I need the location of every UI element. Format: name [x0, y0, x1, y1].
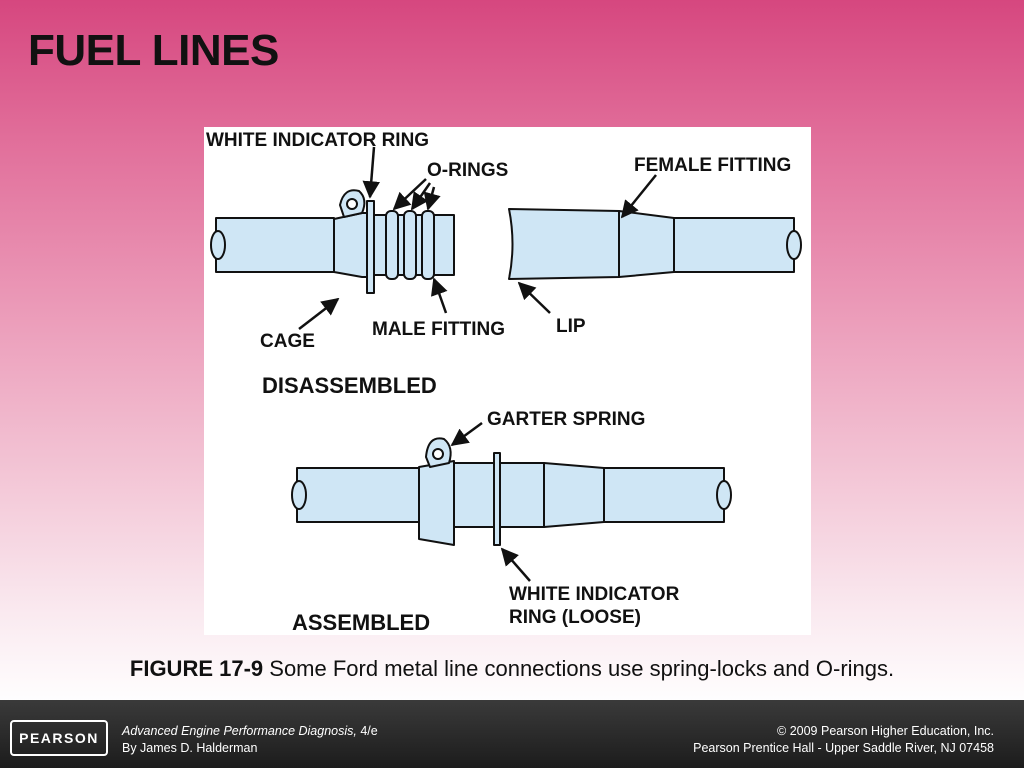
label-male-fitting: MALE FITTING	[372, 319, 505, 340]
o-rings-arrow-2	[410, 182, 432, 211]
cage-clip-eye	[346, 198, 358, 210]
fuel-line-diagram: WHITE INDICATOR RING O-RINGS FEMALE FITT…	[206, 130, 802, 635]
female-fitting-arrow	[620, 174, 657, 219]
assembled-right-taper	[543, 462, 605, 528]
garter-spring-eye	[432, 448, 444, 460]
loose-indicator-ring	[493, 452, 501, 546]
assembled-cage	[418, 460, 455, 546]
book-edition: 4/e	[356, 724, 378, 738]
label-o-rings: O-RINGS	[427, 160, 508, 181]
publisher-line: Pearson Prentice Hall - Upper Saddle Riv…	[693, 741, 994, 755]
o-rings-arrow-3	[423, 186, 441, 211]
label-white-indicator-ring: WHITE INDICATOR RING	[206, 130, 429, 151]
figure-caption: FIGURE 17-9 Some Ford metal line connect…	[0, 656, 1024, 682]
o-ring-1	[385, 210, 399, 280]
garter-spring-arrow	[450, 421, 483, 447]
label-cage: CAGE	[260, 331, 315, 352]
white-indicator-ring	[366, 200, 375, 294]
white-indicator-ring-arrow	[362, 146, 380, 199]
book-author: By James D. Halderman	[122, 741, 258, 755]
o-rings-arrow-1	[392, 178, 427, 211]
assembled-right-tube-end	[716, 480, 732, 510]
copyright-line: © 2009 Pearson Higher Education, Inc.	[777, 724, 994, 738]
slide-title: FUEL LINES	[28, 26, 279, 75]
label-white-indicator-loose-1: WHITE INDICATOR	[509, 584, 680, 605]
female-fitting-taper	[618, 210, 675, 278]
male-side-tube	[215, 217, 335, 273]
book-title: Advanced Engine Performance Diagnosis,	[122, 724, 357, 738]
o-ring-2	[403, 210, 417, 280]
cage-arrow	[298, 297, 340, 330]
figure-number: FIGURE 17-9	[129, 656, 264, 681]
label-assembled: ASSEMBLED	[292, 610, 430, 635]
caption-text: Some Ford metal line connections use spr…	[263, 656, 895, 681]
assembled-right-tube	[603, 467, 725, 523]
assembled-left-tube-end	[291, 480, 307, 510]
label-garter-spring: GARTER SPRING	[487, 409, 645, 430]
label-female-fitting: FEMALE FITTING	[634, 155, 791, 176]
male-side-tube-end	[210, 230, 226, 260]
label-lip: LIP	[556, 316, 586, 337]
female-side-tube	[673, 217, 795, 273]
female-side-tube-end	[786, 230, 802, 260]
assembled-left-tube	[296, 467, 420, 523]
figure-panel: WHITE INDICATOR RING O-RINGS FEMALE FITT…	[204, 127, 811, 635]
female-fitting	[508, 208, 620, 280]
male-fitting-arrow	[430, 277, 448, 314]
book-info: Advanced Engine Performance Diagnosis, 4…	[122, 723, 378, 757]
label-white-indicator-loose-2: RING (LOOSE)	[509, 607, 641, 628]
label-disassembled: DISASSEMBLED	[262, 373, 437, 398]
pearson-logo: PEARSON	[10, 720, 108, 756]
copyright-info: © 2009 Pearson Higher Education, Inc. Pe…	[693, 723, 994, 757]
lip-arrow	[517, 281, 551, 314]
footer-bar: PEARSON Advanced Engine Performance Diag…	[0, 700, 1024, 768]
white-indicator-ring-loose-arrow	[500, 547, 531, 582]
o-ring-3	[421, 210, 435, 280]
